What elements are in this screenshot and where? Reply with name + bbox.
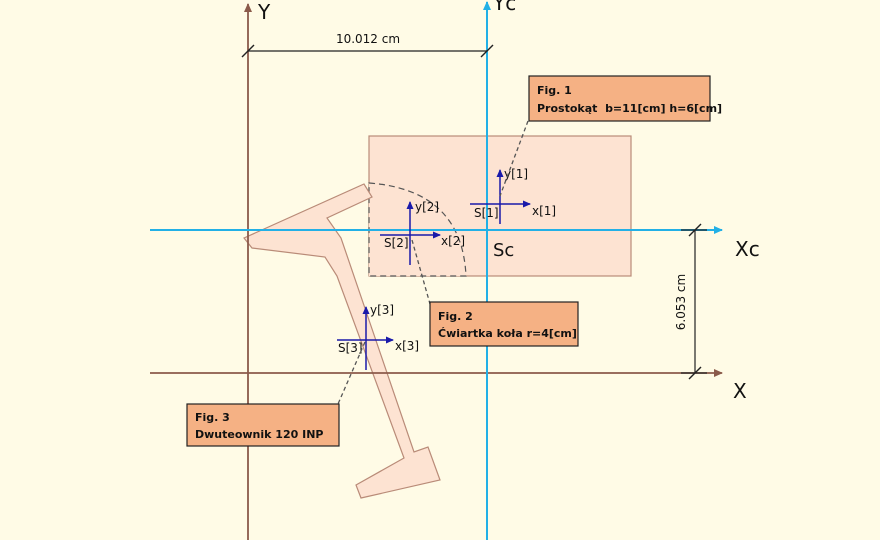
figure-3-x-label: x[3] xyxy=(395,339,419,353)
figure-1-callout: Fig. 1 Prostokąt b=11[cm] h=6[cm] xyxy=(528,75,722,122)
figure-3-title: Fig. 3 xyxy=(195,411,230,424)
figure-3-callout: Fig. 3 Dwuteownik 120 INP xyxy=(186,403,340,447)
yc-axis-label: Yc xyxy=(492,0,516,15)
x-axis-label: X xyxy=(733,379,747,403)
figure-1-local-axes: S[1] x[1] y[1] xyxy=(470,167,556,224)
horizontal-dimension-label: 10.012 cm xyxy=(336,32,400,46)
figure-3-centroid-label: S[3] xyxy=(338,341,363,355)
figure-2-description: Ćwiartka koła r=4[cm] xyxy=(438,327,577,340)
figure-3-description: Dwuteownik 120 INP xyxy=(195,428,323,441)
figure-3-i-beam xyxy=(243,183,441,499)
figure-2-title: Fig. 2 xyxy=(438,310,473,323)
figure-3-leader-line xyxy=(337,341,366,405)
figure-2-callout: Fig. 2 Ćwiartka koła r=4[cm] xyxy=(429,301,579,347)
figure-2-centroid-label: S[2] xyxy=(384,236,409,250)
figure-1-x-label: x[1] xyxy=(532,204,556,218)
vertical-dimension: 6.053 cm xyxy=(674,223,707,380)
figure-1-centroid-label: S[1] xyxy=(474,206,499,220)
xc-axis-label: Xc xyxy=(735,237,760,261)
figure-1-title: Fig. 1 xyxy=(537,84,572,97)
figure-3-local-axes: S[3] x[3] y[3] xyxy=(337,303,419,370)
y-axis-label: Y xyxy=(257,0,271,24)
vertical-dimension-label: 6.053 cm xyxy=(674,274,688,330)
centroid-label: Sc xyxy=(493,240,514,261)
figure-1-leader-line xyxy=(499,120,529,197)
figure-2-local-axes: S[2] x[2] y[2] xyxy=(380,200,465,265)
figure-3-y-label: y[3] xyxy=(370,303,394,317)
figure-1-description: Prostokąt b=11[cm] h=6[cm] xyxy=(537,102,722,115)
horizontal-dimension: 10.012 cm xyxy=(241,32,494,58)
figure-2-x-label: x[2] xyxy=(441,234,465,248)
figure-2-y-label: y[2] xyxy=(415,200,439,214)
